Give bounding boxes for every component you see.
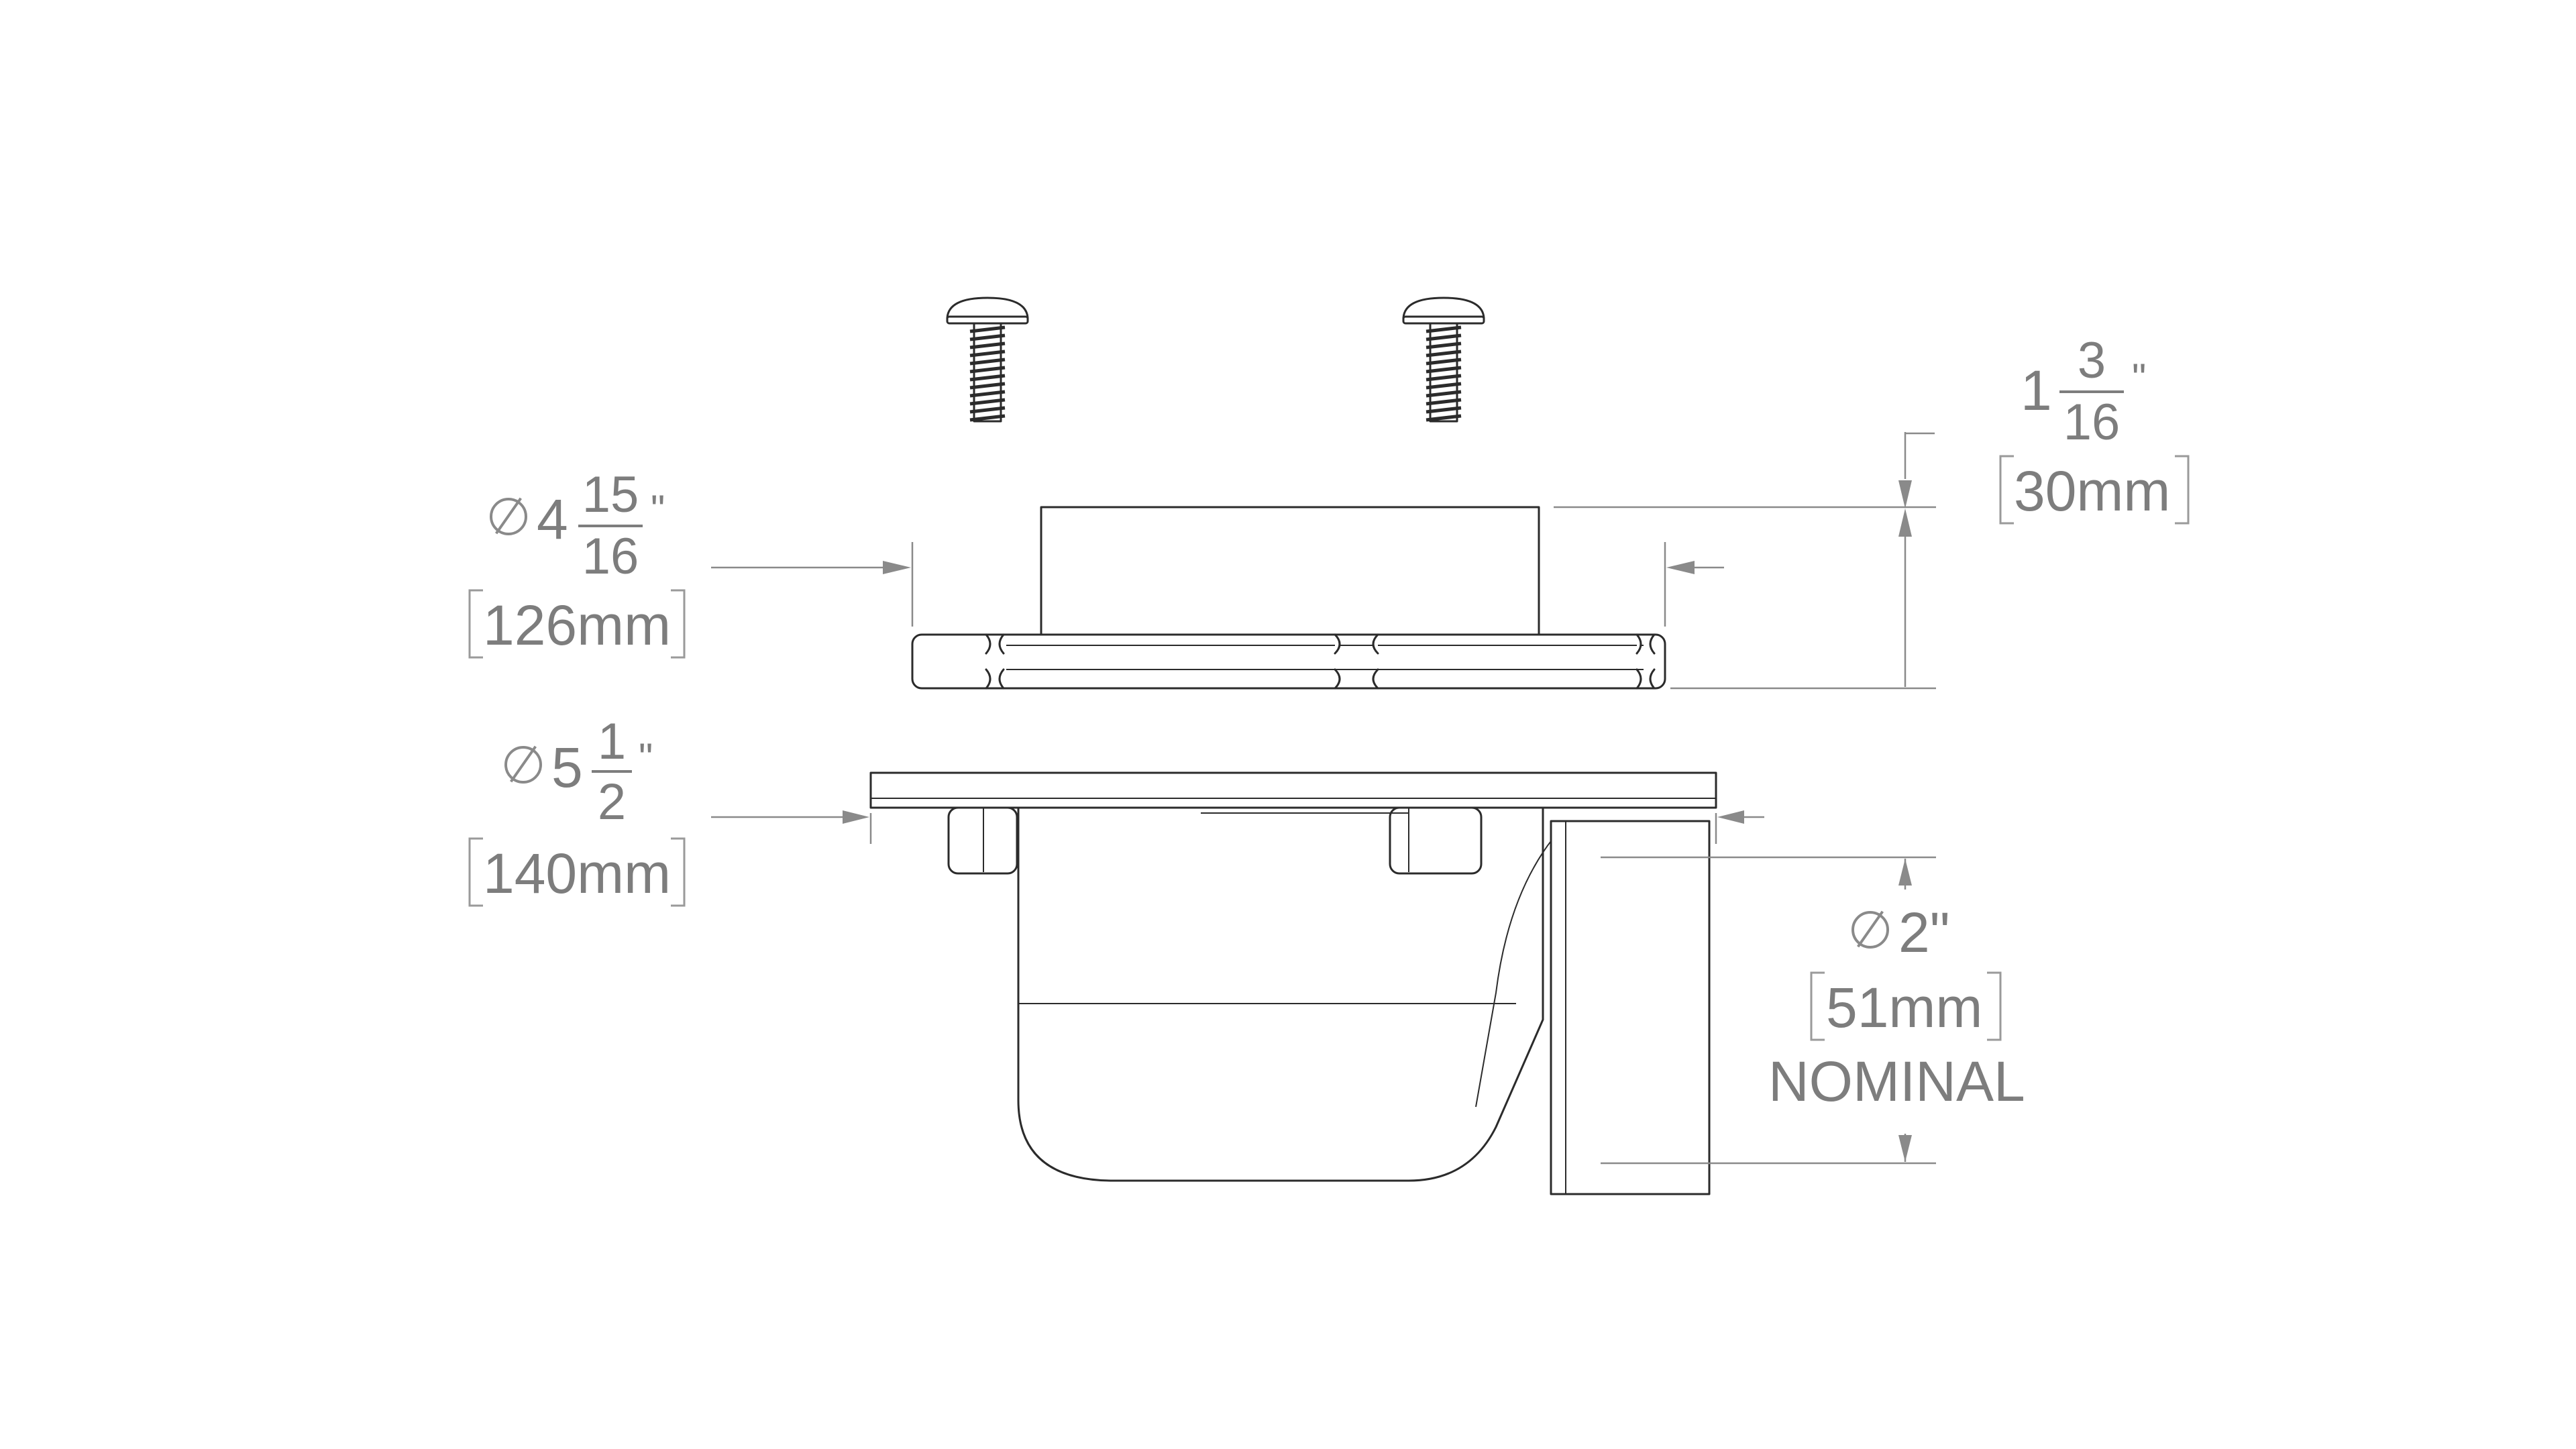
ring-diameter-numerator: 15 [582, 466, 639, 523]
screw-left [946, 297, 1029, 423]
ring-diameter-inch-mark: " [651, 487, 665, 532]
diameter-icon [490, 498, 527, 535]
ring-diameter-metric: 126mm [483, 594, 672, 657]
flange-diameter-whole: 5 [551, 736, 583, 799]
dimension-flange-diameter [711, 810, 1764, 844]
flange-diameter-fraction-bar [592, 770, 632, 773]
flange-diameter-metric: 140mm [483, 842, 672, 905]
ring-diameter-fraction-bar [578, 525, 643, 527]
flange-diameter-numerator: 1 [597, 713, 627, 770]
ring-diameter-denominator: 16 [582, 528, 639, 585]
metric-bracket-126 [468, 589, 686, 659]
dimension-outlet-diameter [1601, 856, 1936, 1165]
outlet-diameter-value: 2" [1898, 901, 1950, 964]
height-numerator: 3 [2077, 332, 2106, 389]
metric-bracket-140 [468, 837, 686, 907]
metric-bracket-51 [1810, 971, 2002, 1041]
height-fraction-bar [2059, 390, 2124, 393]
diameter-icon [504, 746, 542, 784]
drain-body [869, 771, 1717, 1195]
dimension-height [1554, 432, 1936, 690]
diameter-icon [1851, 911, 1889, 949]
ring-diameter-whole: 4 [537, 488, 568, 551]
height-whole: 1 [2021, 359, 2052, 422]
height-denominator: 16 [2063, 394, 2121, 451]
dimension-ring-diameter [711, 542, 1724, 627]
height-metric: 30mm [2014, 460, 2171, 523]
outlet-diameter-note: NOMINAL [1768, 1050, 2025, 1113]
strainer-ring [911, 506, 1666, 690]
metric-bracket-30 [1999, 455, 2190, 525]
flange-diameter-denominator: 2 [597, 773, 627, 830]
height-inch-mark: " [2132, 356, 2147, 400]
screw-right [1402, 297, 1485, 423]
flange-diameter-inch-mark: " [639, 735, 653, 780]
outlet-diameter-metric: 51mm [1826, 976, 1983, 1039]
